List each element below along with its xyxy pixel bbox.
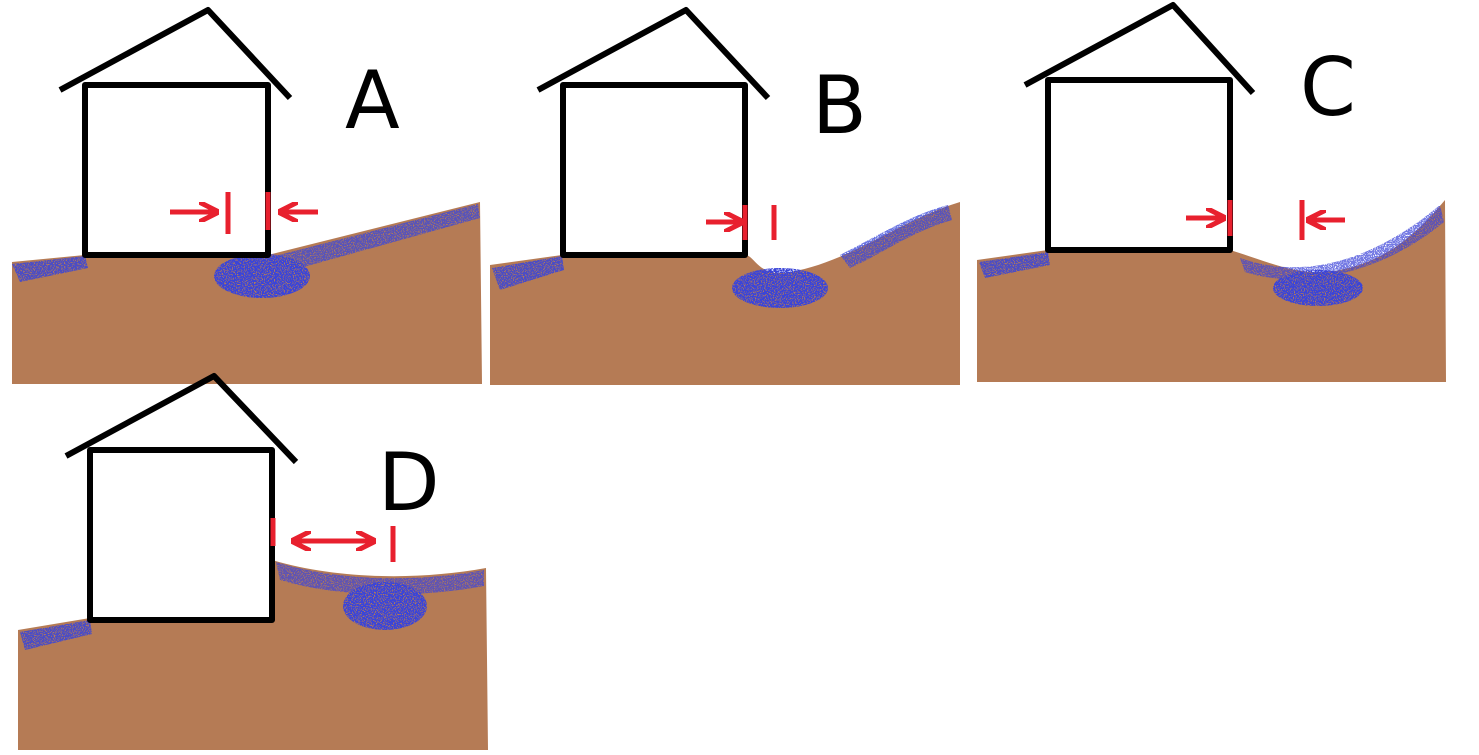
panel-a: A bbox=[12, 7, 482, 384]
panel-label: A bbox=[345, 54, 400, 147]
soil bbox=[490, 202, 960, 385]
house bbox=[64, 373, 299, 623]
panel-label: B bbox=[812, 59, 867, 152]
panel-b: B bbox=[490, 7, 960, 385]
house-roof bbox=[64, 373, 299, 465]
house-wall bbox=[560, 82, 748, 258]
panel-d: D bbox=[18, 373, 488, 750]
water-seepage bbox=[12, 204, 480, 298]
house-roof bbox=[536, 7, 771, 101]
gap-marker bbox=[270, 518, 396, 562]
gap-marker bbox=[170, 192, 318, 234]
house-wall bbox=[1045, 77, 1233, 253]
house bbox=[536, 7, 771, 258]
water-seepage bbox=[492, 205, 952, 308]
water-seepage bbox=[979, 205, 1444, 306]
house-wall bbox=[82, 82, 271, 258]
gap-marker bbox=[706, 205, 777, 240]
house-roof bbox=[58, 7, 293, 101]
house-wall bbox=[87, 447, 275, 623]
water-seepage bbox=[20, 562, 484, 650]
panel-c: C bbox=[977, 2, 1446, 382]
soil bbox=[977, 200, 1446, 382]
panel-label: C bbox=[1300, 41, 1356, 134]
house bbox=[58, 7, 293, 258]
gap-marker bbox=[1186, 200, 1345, 240]
house-roof bbox=[1023, 2, 1256, 96]
panel-label: D bbox=[378, 436, 440, 529]
house bbox=[1023, 2, 1256, 253]
